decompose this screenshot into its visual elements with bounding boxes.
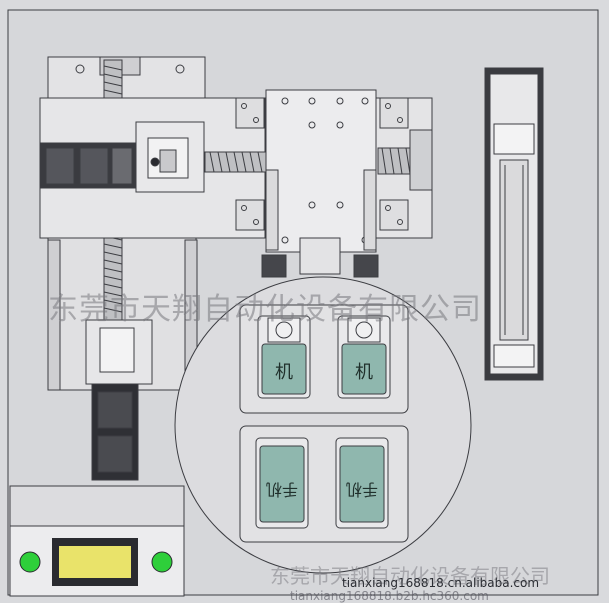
watermark-url-1: tianxiang168818.cn.alibaba.com: [342, 576, 540, 590]
lower-fixture-tray: [239, 425, 409, 543]
lcd-display: [59, 546, 131, 578]
left-clamp-block: [39, 142, 136, 189]
upper-fixture-tray: [239, 304, 409, 414]
watermark-bottom: 东莞市天翔自动化设备有限公司: [270, 564, 550, 588]
vertical-slide-assembly: [85, 319, 153, 481]
mounting-brackets: [235, 97, 409, 231]
motor-block: [409, 129, 433, 191]
lower-right-plate-label: 手机: [346, 480, 378, 499]
upper-right-plate-label: 机: [355, 362, 373, 383]
upper-left-plate-label: 机: [275, 362, 293, 383]
right-green-lamp: [151, 551, 173, 573]
watermark-url-2: tianxiang168818.b2b.hc360.com: [290, 589, 489, 603]
lower-left-plate-label: 手机: [266, 480, 298, 499]
gripper-fingers: [261, 237, 379, 309]
top-lead-screw: [103, 59, 123, 101]
vertical-lead-screw: [103, 229, 123, 321]
sensor-box: [135, 121, 205, 193]
watermark-main: 东莞市天翔自动化设备有限公司: [48, 292, 482, 327]
left-green-lamp: [19, 551, 41, 573]
right-vertical-module: [484, 67, 544, 381]
center-gripper-plate: [265, 89, 377, 253]
